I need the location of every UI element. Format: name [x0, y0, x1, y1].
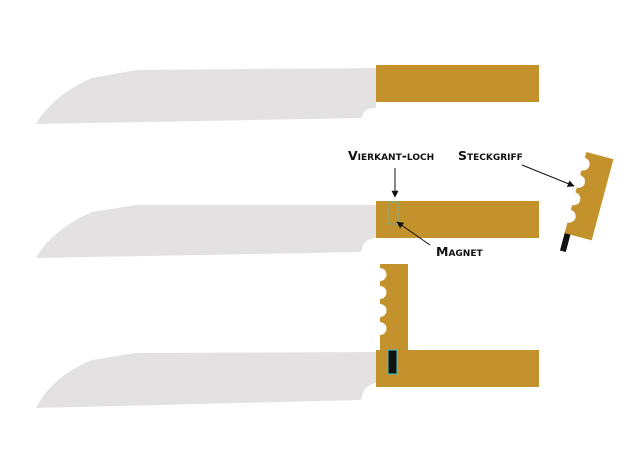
knife-1-blade	[36, 68, 376, 124]
knife-3-plug-handle	[380, 264, 408, 350]
knife-3-blade	[36, 352, 376, 408]
magnet-arrow	[396, 221, 431, 246]
knife-2-handle	[376, 201, 539, 238]
plug-handle-peg	[559, 231, 571, 253]
knife-3-magnet	[387, 349, 398, 375]
knife-2-blade	[36, 205, 376, 258]
plug-handle-body	[564, 151, 614, 241]
knife-3	[36, 264, 539, 408]
square-hole	[387, 201, 399, 225]
magnet-label: Magnet	[436, 244, 483, 259]
knife-2	[36, 201, 539, 258]
knife-3-handle	[376, 350, 539, 387]
knife-1	[36, 65, 539, 124]
plug-handle-detached	[559, 151, 614, 253]
plug-handle-label: Steckgriff	[458, 148, 523, 163]
square-hole-label: Vierkant-loch	[348, 148, 434, 163]
plug-handle-arrow	[521, 164, 575, 187]
knife-1-handle	[376, 65, 539, 102]
